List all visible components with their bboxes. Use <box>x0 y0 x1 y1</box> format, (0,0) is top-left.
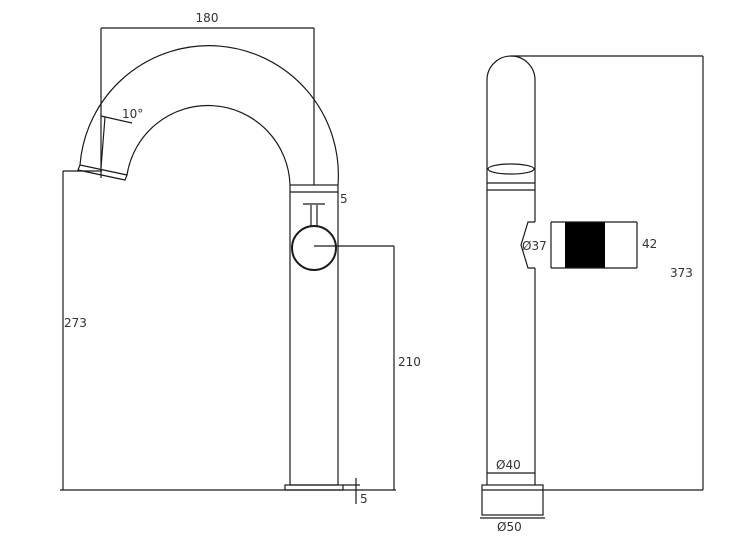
side-view: 42 Ø37 373 Ø40 Ø50 <box>480 55 704 534</box>
dim-angle-label: 10° <box>122 107 143 121</box>
dim-273-label: 273 <box>64 316 87 330</box>
dim-373-lines <box>511 55 704 491</box>
dim-base-label: 5 <box>360 492 368 506</box>
handle-collar <box>520 221 535 269</box>
handle-knurl <box>565 222 605 268</box>
lever-knob <box>291 225 337 271</box>
dim-210-lines <box>314 245 395 490</box>
dim-180-lines <box>100 27 315 185</box>
side-bands <box>487 182 535 191</box>
dim-angle-lines <box>100 115 133 169</box>
base-plate <box>284 484 344 491</box>
dim-50-label: Ø50 <box>497 520 522 534</box>
front-view: 180 10° 273 210 5 5 <box>60 11 421 506</box>
side-ring <box>487 163 535 175</box>
side-base <box>481 484 544 516</box>
faucet-body <box>289 184 339 486</box>
dim-42-label: 42 <box>642 237 657 251</box>
spout-outlet <box>77 164 128 181</box>
dim-273-lines <box>62 170 102 490</box>
dim-40-label: Ø40 <box>496 458 521 472</box>
side-body <box>486 55 536 485</box>
dim-373-label: 373 <box>670 266 693 280</box>
dim-37-label: Ø37 <box>522 239 547 253</box>
dim-base-lines <box>343 478 360 504</box>
spout-inner-arc <box>126 104 291 186</box>
spout-outer-arc <box>79 45 339 186</box>
dim-top-gap-label: 5 <box>340 192 348 206</box>
handle-outline <box>550 221 637 269</box>
lever-stem <box>303 203 325 227</box>
dim-210-label: 210 <box>398 355 421 369</box>
dim-180-label: 180 <box>196 11 219 25</box>
